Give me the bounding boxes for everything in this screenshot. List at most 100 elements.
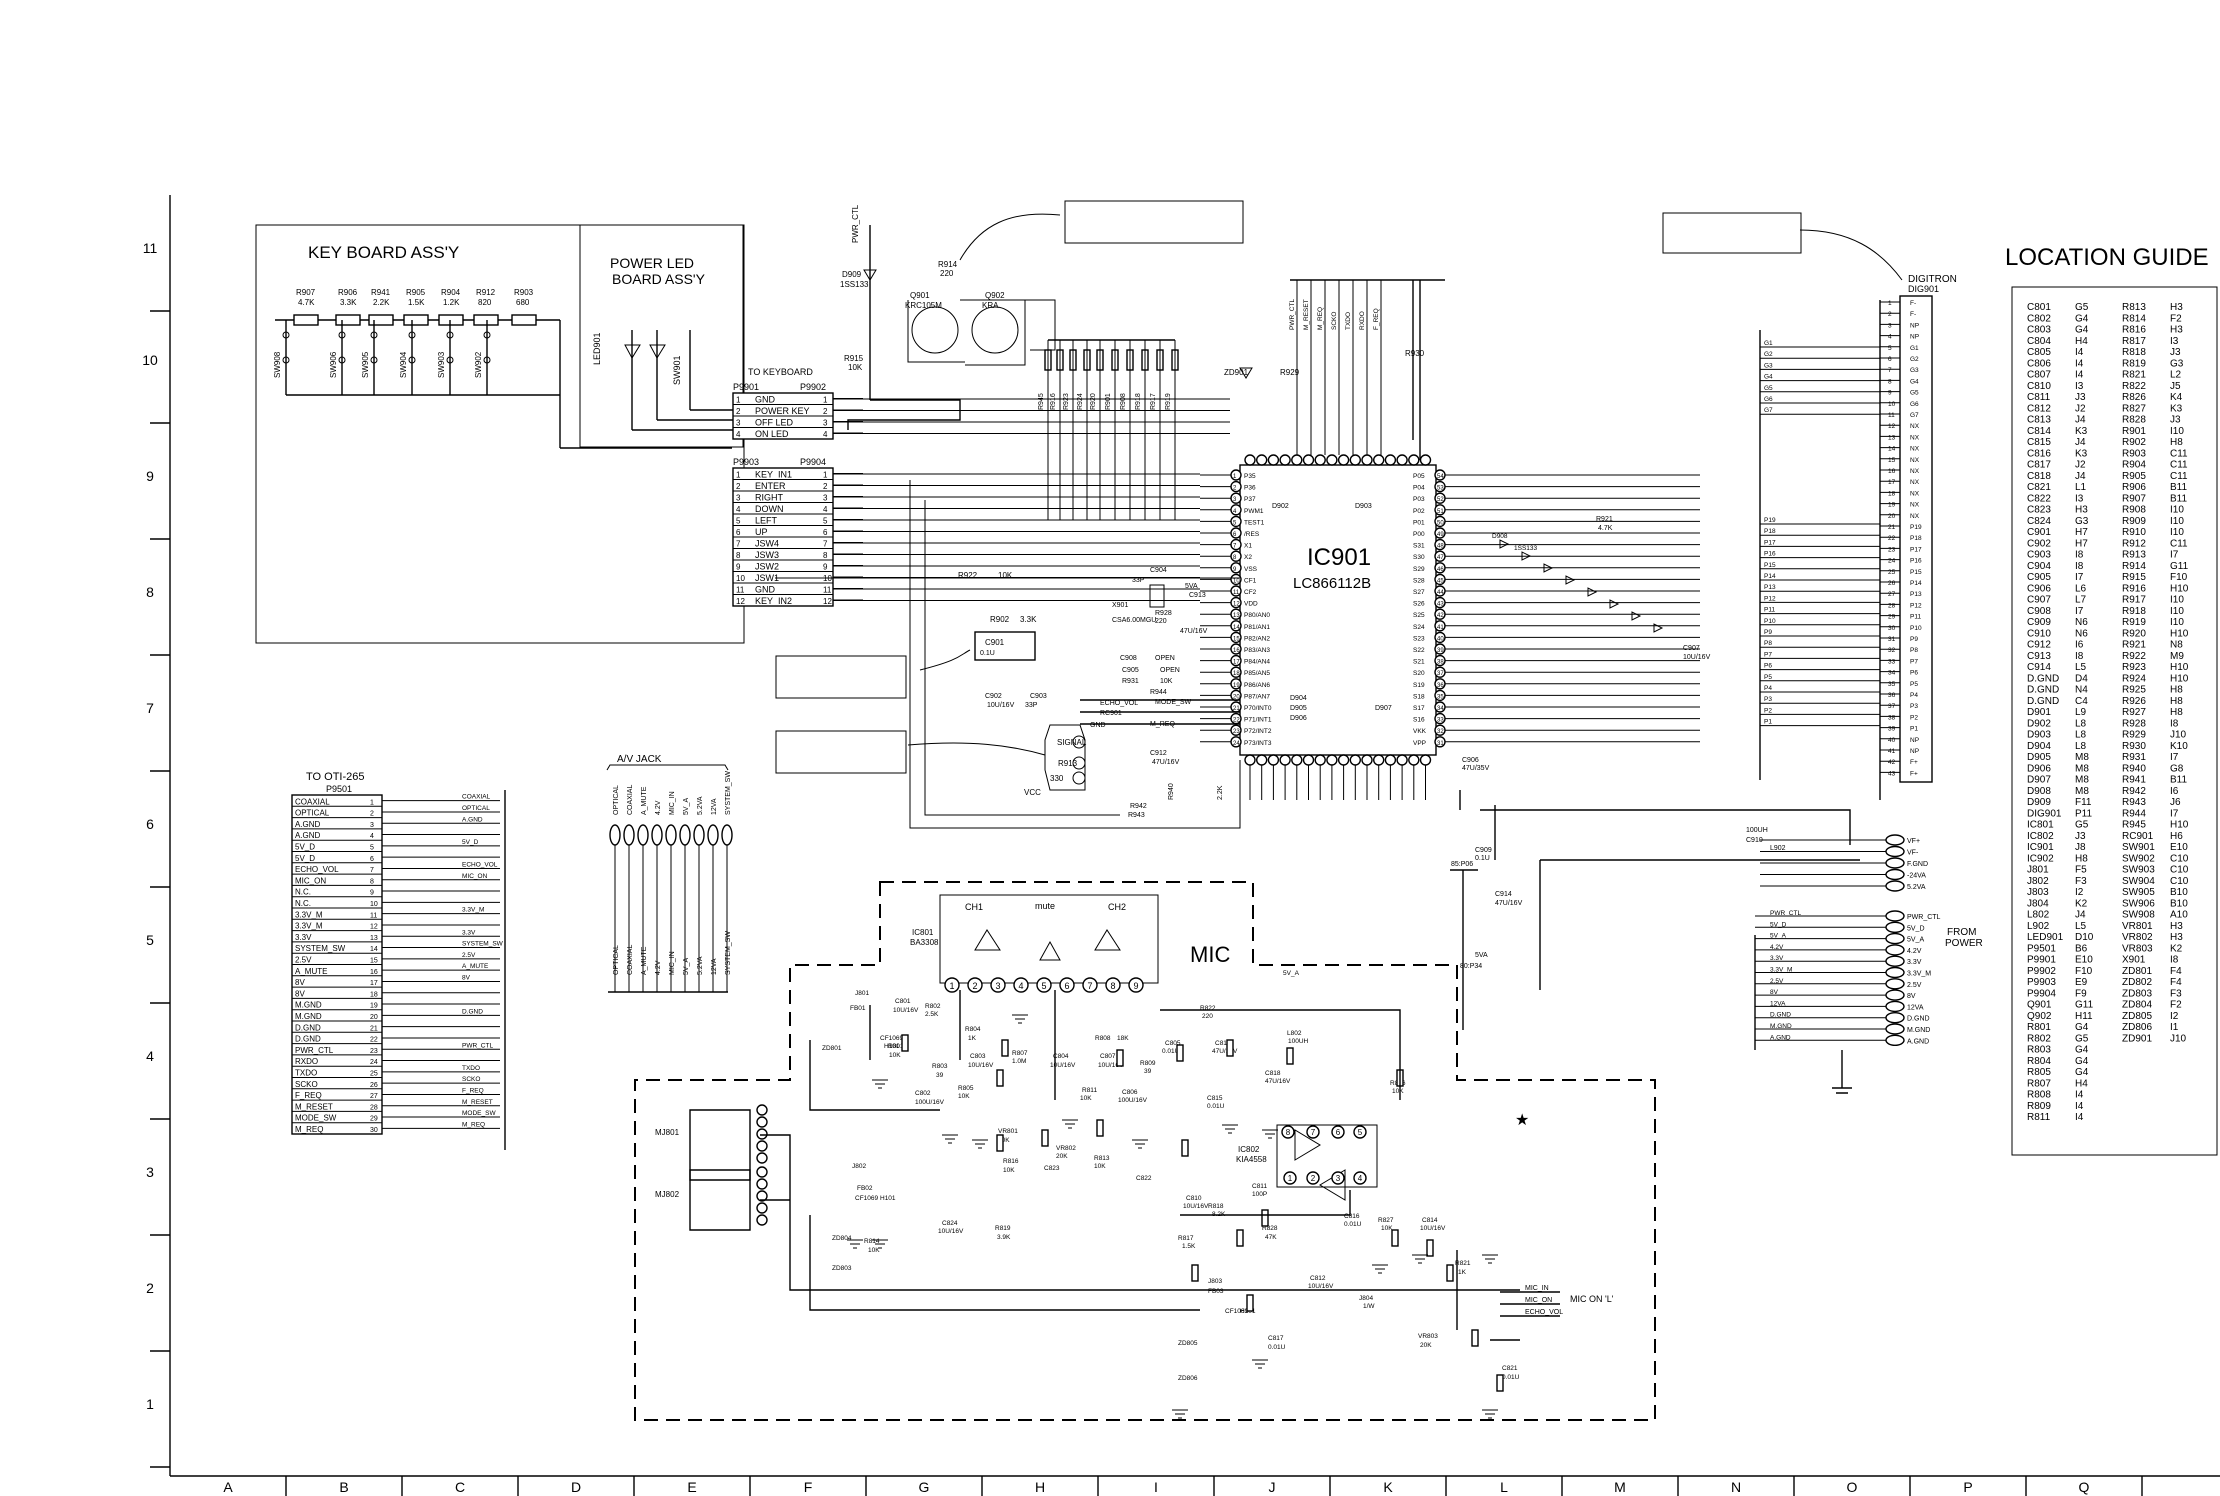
ic901-bottom-pin bbox=[1384, 754, 1397, 766]
ic802-label: IC802 bbox=[1238, 1145, 1260, 1154]
location-cell: I10 bbox=[2170, 426, 2184, 437]
location-ref: R822 bbox=[2122, 381, 2146, 392]
r913-value: 47U/16V bbox=[1152, 759, 1180, 766]
ic901-bottom-pin bbox=[1302, 754, 1315, 766]
location-ref: J804 bbox=[2027, 898, 2049, 909]
ic901-top-pin bbox=[1314, 454, 1326, 466]
location-ref: C823 bbox=[2027, 505, 2051, 516]
connector-pin-label: POWER KEY bbox=[755, 406, 810, 416]
mic-component-label: H101 bbox=[884, 1043, 900, 1050]
c907-label: C906 bbox=[1462, 757, 1479, 764]
x901-label: C904 bbox=[1150, 567, 1167, 574]
location-ref: C903 bbox=[2027, 550, 2051, 561]
digitron-caption: DIGITRON bbox=[1908, 274, 1957, 285]
location-ref: R913 bbox=[2122, 550, 2146, 561]
bus-wire-loop bbox=[924, 500, 1120, 816]
mic-component-label: R814 bbox=[864, 1238, 880, 1245]
col-label: G bbox=[919, 1479, 930, 1495]
location-ref: R940 bbox=[2122, 763, 2146, 774]
location-cell: I7 bbox=[2170, 550, 2179, 561]
callout-arrow-4 bbox=[1799, 229, 1903, 281]
vfd-segment-label: P1 bbox=[1764, 719, 1772, 726]
ic901-top-pin bbox=[1267, 454, 1280, 466]
power-pin bbox=[1885, 955, 1905, 967]
location-ref: C906 bbox=[2027, 583, 2051, 594]
location-ref: C822 bbox=[2027, 493, 2051, 504]
switch-label: SW903 bbox=[437, 351, 446, 378]
ic901-pin-name: P84/AN4 bbox=[1244, 659, 1270, 666]
vfd-grid-label: G3 bbox=[1764, 362, 1773, 369]
d909-symbol bbox=[863, 269, 877, 281]
location-cell: M8 bbox=[2075, 763, 2089, 774]
location-cell: L2 bbox=[2170, 370, 2182, 381]
mic-component-label: FB02 bbox=[857, 1185, 873, 1192]
av-jack-bottom-label: 12VA bbox=[711, 958, 718, 975]
location-cell: E10 bbox=[2170, 842, 2188, 853]
ic901-pin-num: 48 bbox=[1437, 544, 1444, 550]
location-ref: R919 bbox=[2122, 617, 2146, 628]
vfd-pin-name: P14 bbox=[1910, 580, 1922, 587]
oti-pin-num: 9 bbox=[370, 890, 374, 897]
ic802-pin bbox=[1306, 1171, 1320, 1185]
ic901-bottom-pin bbox=[1279, 754, 1291, 766]
mic-component-label: 10K bbox=[1094, 1163, 1106, 1170]
oti-pin-name: COAXIAL bbox=[295, 797, 330, 806]
location-ref: C816 bbox=[2027, 448, 2051, 459]
vfd-pin-name: NP bbox=[1910, 334, 1919, 341]
location-cell: M8 bbox=[2075, 752, 2089, 763]
vfd-segment-label: P12 bbox=[1764, 595, 1776, 602]
location-cell: C11 bbox=[2170, 471, 2188, 482]
connector-pin-label: LEFT bbox=[755, 516, 778, 526]
location-ref: R906 bbox=[2122, 482, 2146, 493]
location-cell: I4 bbox=[2075, 1101, 2084, 1112]
power-rail-label: 5V_A bbox=[1770, 933, 1787, 940]
location-cell: B10 bbox=[2170, 898, 2188, 909]
ch2-amp bbox=[1094, 929, 1121, 951]
oti-pin-num: 17 bbox=[370, 980, 378, 987]
location-cell: H7 bbox=[2075, 527, 2088, 538]
dig901-label: DIG901 bbox=[1908, 284, 1939, 294]
ic901-pin-name: S31 bbox=[1413, 543, 1425, 550]
ic901-pin-num: 18 bbox=[1233, 671, 1240, 677]
mj802-pin bbox=[756, 1214, 768, 1226]
vfd-pin-num: 43 bbox=[1888, 770, 1896, 777]
connector-pin-num: 8 bbox=[823, 551, 828, 560]
location-ref: R907 bbox=[2122, 493, 2146, 504]
location-ref: D.GND bbox=[2027, 673, 2059, 684]
switch-label: SW905 bbox=[361, 351, 370, 378]
oti-pin-name: A.GND bbox=[295, 820, 321, 829]
ic901-pin-num: 3 bbox=[1233, 497, 1237, 503]
location-ref: C802 bbox=[2027, 313, 2051, 324]
mic-component-label: ZD803 bbox=[832, 1265, 852, 1272]
location-ref: R924 bbox=[2122, 673, 2146, 684]
location-cell: K3 bbox=[2075, 448, 2088, 459]
location-ref: R807 bbox=[2027, 1078, 2051, 1089]
vfd-grid-label: G7 bbox=[1764, 407, 1773, 414]
ic-note-p06: D903 bbox=[1355, 503, 1372, 510]
mic-component-label: 0.01U bbox=[1344, 1221, 1362, 1228]
ic901-bottom-pin bbox=[1408, 754, 1420, 766]
col-label: A bbox=[223, 1479, 233, 1495]
location-ref: IC902 bbox=[2027, 853, 2054, 864]
resistor-symbol bbox=[473, 314, 499, 326]
location-ref: R930 bbox=[2122, 741, 2146, 752]
oti-out-label: MODE_SW bbox=[462, 1110, 496, 1117]
vfd-pin-num: 31 bbox=[1888, 636, 1896, 643]
location-ref: C902 bbox=[2027, 538, 2051, 549]
ic801-pin-num: 7 bbox=[1087, 981, 1092, 991]
oti-pin-num: 20 bbox=[370, 1014, 378, 1021]
vfd-pin-num: 18 bbox=[1888, 490, 1896, 497]
mic-component-label: R809 bbox=[1140, 1060, 1156, 1067]
q-enclosure bbox=[907, 299, 1026, 366]
power-pin-label: VF+ bbox=[1907, 838, 1920, 845]
connector-pin-label: UP bbox=[755, 527, 768, 537]
location-ref: R905 bbox=[2122, 471, 2146, 482]
location-ref: D902 bbox=[2027, 718, 2051, 729]
ic901-pin-name: P83/AN3 bbox=[1244, 647, 1270, 654]
ic802-value: KIA4558 bbox=[1236, 1155, 1267, 1164]
ic801-pin bbox=[990, 977, 1006, 993]
ic901-pin-num: 1 bbox=[1233, 474, 1237, 480]
connector-pin-num: 4 bbox=[823, 505, 828, 514]
